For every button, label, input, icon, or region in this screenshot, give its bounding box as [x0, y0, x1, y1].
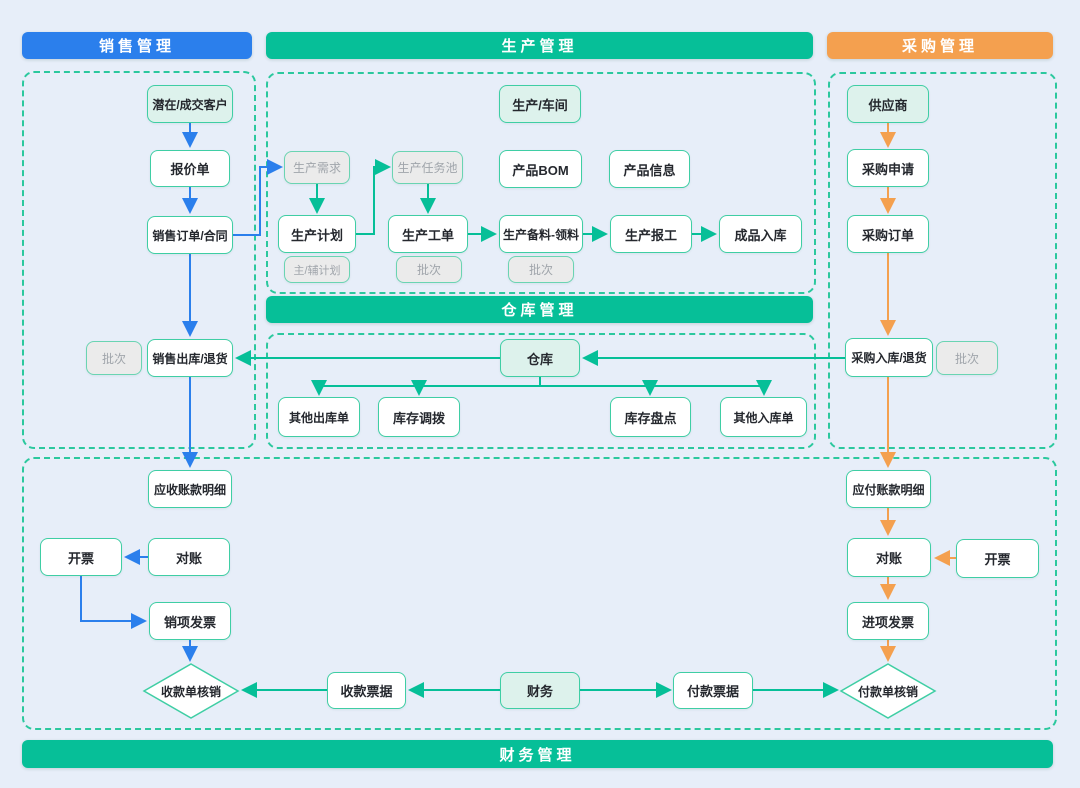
node-receipt-bill[interactable]: 收款票据: [327, 672, 406, 709]
finance-region: [22, 457, 1057, 730]
header-finance-management: 财务管理: [22, 740, 1053, 768]
node-material-batch[interactable]: 批次: [508, 256, 574, 283]
sales-region: [22, 71, 256, 449]
node-main-aux-plan[interactable]: 主/辅计划: [284, 256, 350, 283]
node-sales-order[interactable]: 销售订单/合同: [147, 216, 233, 254]
node-finished-inbound[interactable]: 成品入库: [719, 215, 802, 253]
node-prod-work-order[interactable]: 生产工单: [388, 215, 468, 253]
node-input-invoice[interactable]: 进项发票: [847, 602, 929, 640]
node-purchase-invoicing[interactable]: 开票: [956, 539, 1039, 578]
node-purchase-batch[interactable]: 批次: [936, 341, 998, 375]
node-sales-outbound[interactable]: 销售出库/退货: [147, 339, 233, 377]
node-stock-check[interactable]: 库存盘点: [610, 397, 691, 437]
node-workorder-batch[interactable]: 批次: [396, 256, 462, 283]
node-product-bom[interactable]: 产品BOM: [499, 150, 582, 188]
node-prod-report[interactable]: 生产报工: [610, 215, 692, 253]
warehouse-region: [266, 333, 816, 449]
purchase-region: [828, 72, 1057, 449]
header-purchase-management: 采购管理: [827, 32, 1053, 59]
header-production-management: 生产管理: [266, 32, 813, 59]
node-payment-bill[interactable]: 付款票据: [673, 672, 753, 709]
header-warehouse-management: 仓库管理: [266, 296, 813, 323]
node-product-info[interactable]: 产品信息: [609, 150, 690, 188]
node-quotation[interactable]: 报价单: [150, 150, 230, 187]
node-payable-detail[interactable]: 应付账款明细: [846, 470, 931, 508]
node-purchase-request[interactable]: 采购申请: [847, 149, 929, 187]
node-prod-material[interactable]: 生产备料-领料: [499, 215, 583, 253]
node-purchase-inbound[interactable]: 采购入库/退货: [845, 338, 933, 377]
diamond-label: 付款单核销: [857, 684, 918, 699]
production-region: [266, 72, 816, 294]
diamond-label: 收款单核销: [160, 684, 221, 699]
node-prod-task-pool[interactable]: 生产任务池: [392, 151, 463, 184]
node-warehouse[interactable]: 仓库: [500, 339, 580, 377]
diamond-shape: [142, 663, 240, 719]
node-payment-writeoff[interactable]: 付款单核销: [839, 663, 937, 719]
node-purchase-order[interactable]: 采购订单: [847, 215, 929, 253]
node-receipt-writeoff[interactable]: 收款单核销: [142, 663, 240, 719]
node-sales-invoicing[interactable]: 开票: [40, 538, 122, 576]
node-purchase-reconcile[interactable]: 对账: [847, 538, 931, 577]
node-other-inbound[interactable]: 其他入库单: [720, 397, 807, 437]
node-sales-batch[interactable]: 批次: [86, 341, 142, 375]
node-workshop[interactable]: 生产/车间: [499, 85, 581, 123]
diamond-shape: [839, 663, 937, 719]
node-potential-customer[interactable]: 潜在/成交客户: [147, 85, 233, 123]
node-stock-transfer[interactable]: 库存调拨: [378, 397, 460, 437]
node-supplier[interactable]: 供应商: [847, 85, 929, 123]
node-output-invoice[interactable]: 销项发票: [149, 602, 231, 640]
node-prod-demand[interactable]: 生产需求: [284, 151, 350, 184]
node-finance[interactable]: 财务: [500, 672, 580, 709]
header-sales-management: 销售管理: [22, 32, 252, 59]
node-sales-reconcile[interactable]: 对账: [148, 538, 230, 576]
node-prod-plan[interactable]: 生产计划: [278, 215, 356, 253]
node-receivable-detail[interactable]: 应收账款明细: [148, 470, 232, 508]
node-other-outbound[interactable]: 其他出库单: [278, 397, 360, 437]
